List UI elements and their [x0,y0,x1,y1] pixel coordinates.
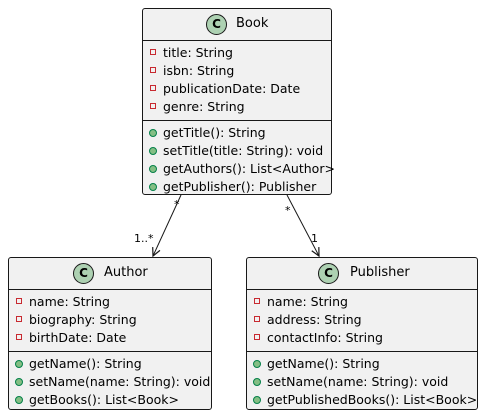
method-row: getTitle(): String [143,124,331,142]
method-row: getPublishedBooks(): List<Book> [247,391,477,409]
book-author-source-multiplicity: * [174,198,180,211]
attribute-row: isbn: String [143,62,331,80]
class-book-header: C Book [143,9,331,41]
method-row: getName(): String [247,355,477,373]
class-author-attributes: name: String biography: String birthDate… [9,290,211,351]
private-visibility-icon [16,334,22,340]
class-publisher-header: C Publisher [247,258,477,290]
method-row: setName(name: String): void [247,373,477,391]
private-visibility-icon [254,298,260,304]
class-publisher-methods: getName(): String setName(name: String):… [247,351,477,413]
attribute-row: title: String [143,44,331,62]
class-publisher-name: Publisher [350,265,410,280]
book-author-target-multiplicity: 1..* [134,232,154,245]
public-visibility-icon [253,378,261,386]
class-book-attributes: title: String isbn: String publicationDa… [143,41,331,120]
class-author-header: C Author [9,258,211,290]
attribute-row: publicationDate: Date [143,80,331,98]
method-row: getBooks(): List<Book> [9,391,211,409]
class-author[interactable]: C Author name: String biography: String … [8,257,212,410]
private-visibility-icon [16,316,22,322]
attribute-row: address: String [247,311,477,329]
private-visibility-icon [16,298,22,304]
attribute-row: name: String [9,293,211,311]
book-publisher-source-multiplicity: * [285,204,291,217]
public-visibility-icon [149,129,157,137]
class-publisher[interactable]: C Publisher name: String address: String… [246,257,478,410]
public-visibility-icon [149,165,157,173]
attribute-row: name: String [247,293,477,311]
class-book-name: Book [236,16,269,31]
private-visibility-icon [254,316,260,322]
class-author-methods: getName(): String setName(name: String):… [9,351,211,413]
public-visibility-icon [253,360,261,368]
public-visibility-icon [15,378,23,386]
public-visibility-icon [15,360,23,368]
class-stereotype-icon: C [318,263,339,284]
class-publisher-attributes: name: String address: String contactInfo… [247,290,477,351]
class-author-name: Author [104,265,148,280]
attribute-row: birthDate: Date [9,329,211,347]
method-row: getName(): String [9,355,211,373]
private-visibility-icon [150,85,156,91]
class-book-methods: getTitle(): String setTitle(title: Strin… [143,120,335,200]
attribute-row: biography: String [9,311,211,329]
attribute-row: genre: String [143,98,331,116]
public-visibility-icon [149,147,157,155]
method-row: getPublisher(): Publisher [143,178,331,196]
method-row: setName(name: String): void [9,373,211,391]
private-visibility-icon [150,49,156,55]
class-stereotype-icon: C [73,263,94,284]
public-visibility-icon [15,396,23,404]
method-row: setTitle(title: String): void [143,142,331,160]
public-visibility-icon [253,396,261,404]
private-visibility-icon [254,334,260,340]
book-author-association [153,194,182,256]
attribute-row: contactInfo: String [247,329,477,347]
book-publisher-target-multiplicity: 1 [311,232,318,245]
class-stereotype-icon: C [206,14,227,35]
class-book[interactable]: C Book title: String isbn: String public… [142,8,335,195]
public-visibility-icon [149,183,157,191]
book-publisher-association [286,194,319,256]
private-visibility-icon [150,103,156,109]
private-visibility-icon [150,67,156,73]
method-row: getAuthors(): List<Author> [143,160,335,178]
